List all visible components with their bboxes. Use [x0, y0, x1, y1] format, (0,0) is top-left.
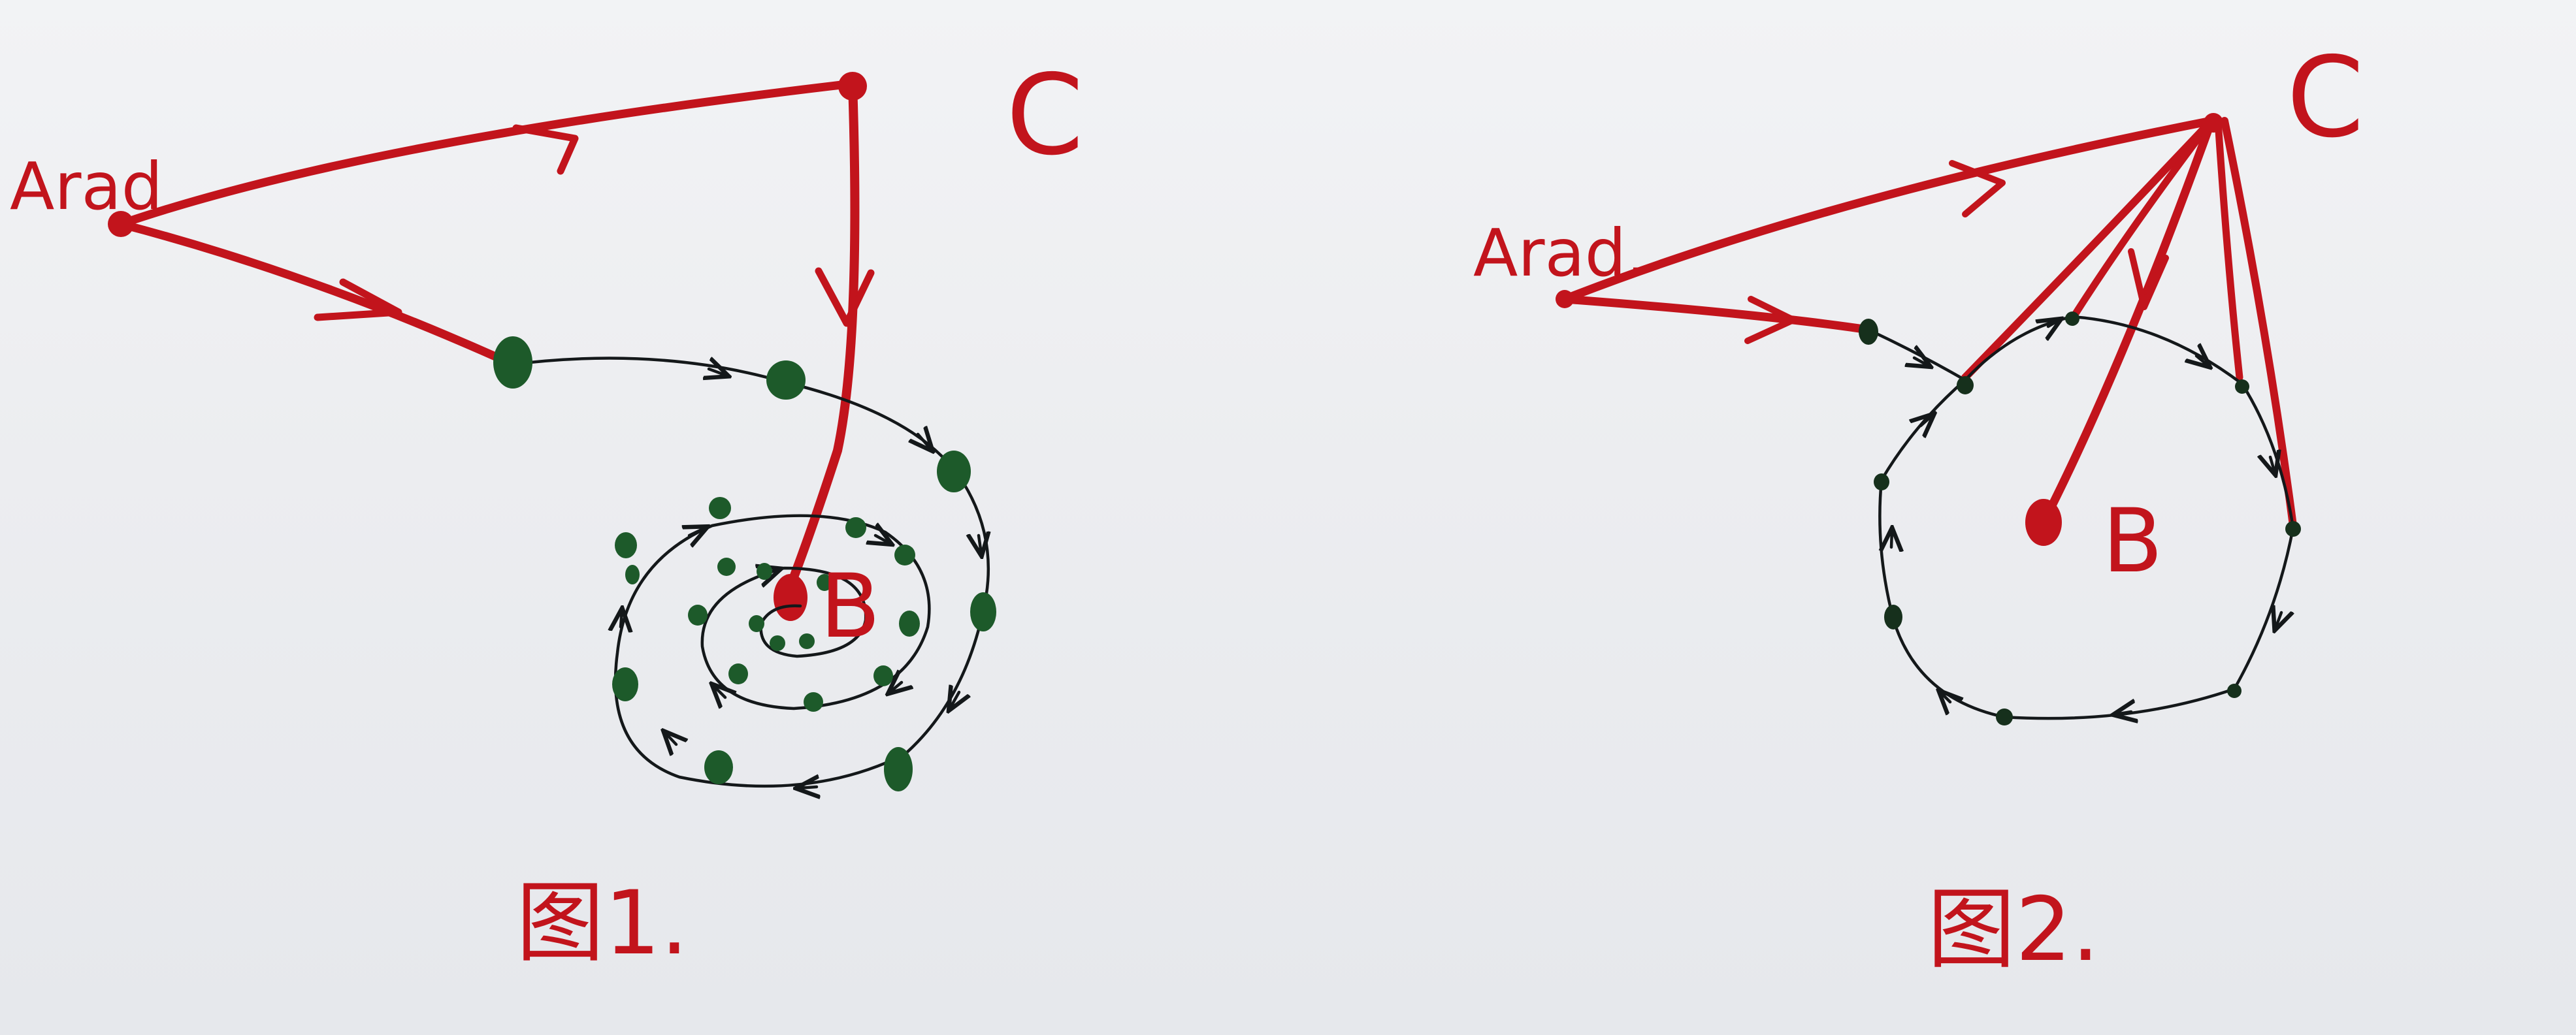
- fig1-dot: [894, 545, 915, 565]
- fig1-dot: [884, 747, 913, 791]
- fig1-dot: [749, 615, 764, 632]
- fig2-label-b: B: [2102, 490, 2163, 592]
- fig2-loop-arrow-4: [2270, 457, 2275, 473]
- fig2-loop-arrow-6: [2115, 712, 2131, 714]
- fig2-caption: 图2.: [1927, 878, 2100, 981]
- fig1-dot: [770, 635, 785, 651]
- fig1-spiral-arrow-4: [950, 692, 959, 709]
- fig1-dot: [817, 574, 832, 591]
- fig1-spiral-arrow-3: [979, 535, 981, 554]
- fig1-spiral-arrow-7: [621, 611, 622, 627]
- fig1-dot: [766, 360, 806, 400]
- fig1-green-dots: [493, 336, 996, 791]
- fig1-dot: [704, 750, 733, 784]
- fig2-dot: [2065, 311, 2079, 326]
- figure-1: Arad C B 图1.: [10, 51, 1084, 974]
- fig1-label-b: B: [820, 555, 881, 658]
- fig2-dot: [1874, 473, 1889, 490]
- fig1-spiral-arrow-11: [713, 686, 725, 697]
- fig2-ray-c-to-b: [2039, 116, 2216, 527]
- fig2-dot: [1957, 376, 1974, 394]
- fig2-loop-arrow-8: [1891, 530, 1892, 547]
- fig1-dot: [717, 558, 736, 576]
- fig1-dot: [728, 663, 748, 684]
- fig2-loop-arrow-9: [1921, 415, 1932, 426]
- fig1-dot: [873, 665, 893, 686]
- fig2-dot: [1884, 605, 1902, 629]
- fig1-dot: [799, 633, 815, 649]
- fig2-label-arad: Arad.: [1473, 215, 1647, 291]
- fig1-arrow-arad-to-start: [116, 219, 517, 369]
- fig2-ray-c-to-p4: [2221, 117, 2297, 530]
- fig1-node-b-dot: [774, 574, 807, 621]
- fig1-dot: [804, 692, 823, 712]
- fig2-arrow-arad-to-start: [1560, 295, 1873, 334]
- fig2-ray-c-to-p3: [2214, 117, 2243, 381]
- fig1-caption: 图1.: [516, 872, 689, 974]
- fig1-arrowhead-arad-c: [512, 124, 579, 175]
- fig1-label-c: C: [1006, 51, 1084, 180]
- fig2-loop-arrow-1: [1914, 358, 1929, 366]
- fig1-spiral-arrow-10: [890, 682, 902, 692]
- fig1-spiral-trajectory: [511, 357, 990, 788]
- fig2-node-c-dot: [2204, 113, 2223, 133]
- fig1-dot: [625, 565, 640, 584]
- fig1-dot: [709, 497, 731, 519]
- fig1-node-c-dot: [838, 72, 867, 101]
- fig2-dot: [1996, 709, 2013, 725]
- fig2-loop-arrow-7: [1940, 692, 1950, 702]
- fig2-label-c: C: [2287, 33, 2364, 163]
- fig1-dot: [615, 532, 637, 558]
- fig1-arrow-c-to-b: [783, 79, 860, 599]
- fig1-dot: [970, 592, 996, 631]
- fig1-spiral-arrow-6: [665, 733, 676, 744]
- fig2-arrowhead-arad-c: [1949, 160, 2006, 217]
- fig2-loop-arrow-3: [2196, 356, 2208, 366]
- fig2-arrowhead-c-b: [2128, 248, 2169, 310]
- fig1-dot: [612, 667, 638, 701]
- fig1-dot: [688, 605, 708, 626]
- fig2-node-b-dot: [2025, 499, 2062, 546]
- fig2-ray-c-to-p2: [2068, 117, 2215, 323]
- fig1-arrowhead-arad-start: [314, 278, 402, 321]
- fig1-arrowhead-c-b: [815, 267, 875, 327]
- fig1-dot: [757, 563, 772, 580]
- fig2-dot: [2235, 379, 2249, 394]
- fig2-dot-start: [1859, 319, 1878, 345]
- fig2-arrowhead-arad-start: [1744, 296, 1797, 344]
- fig1-dot: [899, 611, 920, 637]
- fig1-dot-start: [493, 336, 532, 389]
- fig2-node-arad-dot: [1556, 290, 1574, 308]
- fig2-ray-c-to-p1: [1961, 117, 2215, 381]
- fig1-dot: [937, 451, 971, 492]
- fig1-spiral-arrow-5: [798, 787, 817, 788]
- fig2-dots: [1859, 311, 2301, 725]
- fig1-node-arad-dot: [108, 211, 134, 237]
- fig1-dot: [845, 517, 866, 538]
- fig1-spiral-arrow-8: [689, 528, 706, 535]
- fig2-loop-arrow-2: [2048, 320, 2059, 326]
- fig2-loop-trajectory: [1867, 315, 2295, 720]
- fig1-spiral-arrow-9: [875, 535, 890, 543]
- fig1-spiral-arrow-1: [709, 369, 726, 375]
- fig1-spiral-arrow-2: [918, 434, 931, 449]
- figure-2: Arad. C B 图2.: [1473, 33, 2364, 981]
- fig1-arrow-arad-to-c: [116, 79, 857, 229]
- fig2-dot: [2227, 684, 2242, 698]
- fig2-loop-arrow-5: [2275, 613, 2281, 628]
- fig2-dot: [2285, 521, 2301, 537]
- fig2-arrow-arad-to-c: [1560, 116, 2216, 304]
- fig1-label-arad: Arad: [10, 148, 163, 225]
